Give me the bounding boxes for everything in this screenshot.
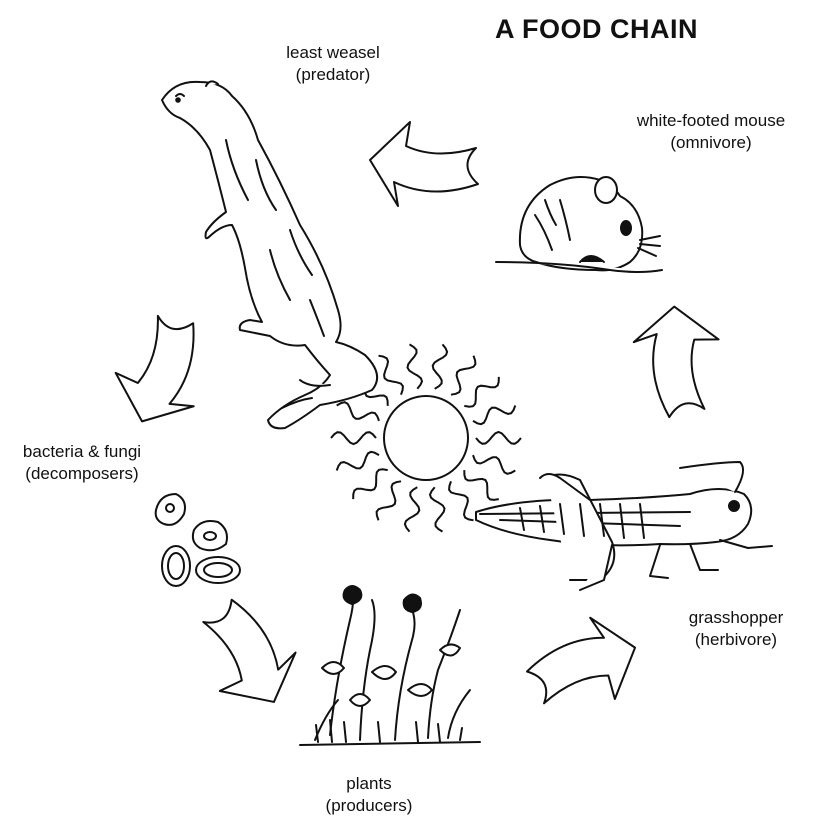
sun-ray <box>430 487 445 531</box>
grasshopper-icon <box>476 462 772 590</box>
bacteria-fungi-icon <box>156 494 240 586</box>
mouse-icon <box>496 177 662 272</box>
sun-ray <box>449 481 473 520</box>
sun-ray <box>433 344 447 388</box>
sun-ray <box>379 356 403 395</box>
sun-ray <box>331 432 376 444</box>
weasel-icon <box>162 81 377 428</box>
curved-arrow-icon <box>181 587 312 724</box>
sun-ray <box>473 406 515 425</box>
sun-ray <box>464 470 499 500</box>
curved-arrow-icon <box>518 606 651 728</box>
curved-arrow-icon <box>105 307 214 433</box>
curved-arrow-icon <box>370 122 478 206</box>
curved-arrow-icon <box>629 300 730 421</box>
sun-ray <box>337 452 379 471</box>
sun-ray <box>405 487 419 531</box>
sun-ray <box>353 469 388 499</box>
sun-ray <box>337 402 379 421</box>
sun-ray <box>476 432 521 444</box>
sun-ray <box>408 344 423 388</box>
sun-ray <box>464 377 499 407</box>
sun-ray <box>451 356 475 395</box>
sun-ray <box>473 455 515 474</box>
sun-ray <box>377 481 401 520</box>
plants-icon <box>300 586 480 745</box>
